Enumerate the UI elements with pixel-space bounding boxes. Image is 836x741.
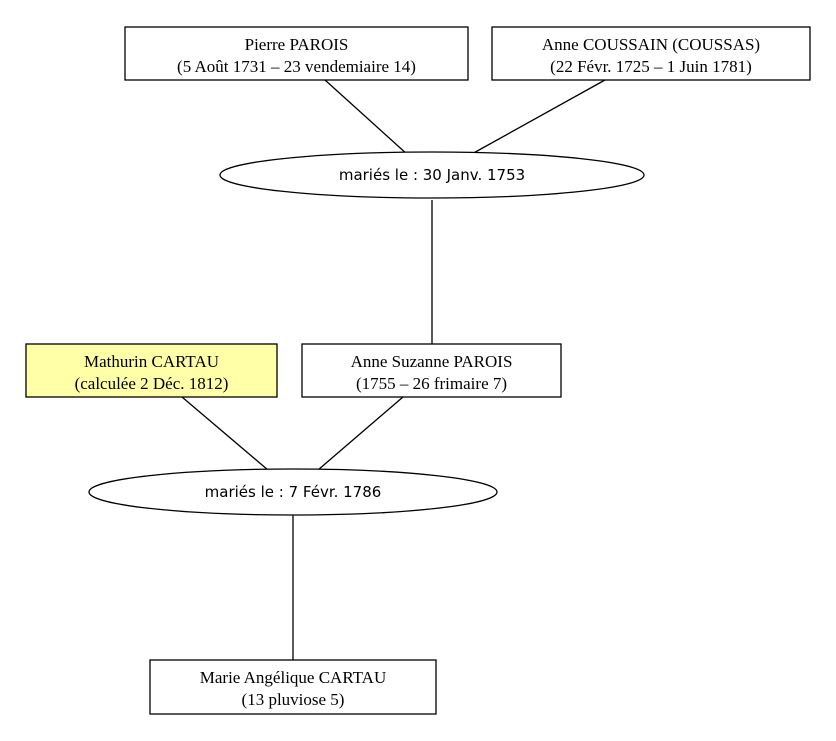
person-dates: (13 pluviose 5)	[242, 690, 345, 709]
person-name: Anne Suzanne PAROIS	[351, 352, 513, 371]
person-dates: (calculée 2 Déc. 1812)	[75, 374, 229, 393]
union-label: mariés le : 7 Févr. 1786	[205, 483, 382, 501]
union-label: mariés le : 30 Janv. 1753	[339, 166, 525, 184]
person-dates: (22 Févr. 1725 – 1 Juin 1781)	[550, 57, 752, 76]
person-box-anne-suzanne-parois: Anne Suzanne PAROIS (1755 – 26 frimaire …	[301, 343, 562, 398]
union-node-1786: mariés le : 7 Févr. 1786	[88, 468, 498, 516]
edge-anne-coussain-to-union1	[469, 79, 606, 156]
person-name: Anne COUSSAIN (COUSSAS)	[542, 35, 760, 54]
person-box-mathurin-cartau: Mathurin CARTAU (calculée 2 Déc. 1812)	[25, 343, 278, 398]
person-box-pierre-parois: Pierre PAROIS (5 Août 1731 – 23 vendemia…	[124, 26, 469, 81]
edge-pierre-to-union1	[324, 79, 409, 156]
person-dates: (5 Août 1731 – 23 vendemiaire 14)	[177, 57, 416, 76]
person-name: Pierre PAROIS	[245, 35, 349, 54]
person-box-anne-coussain: Anne COUSSAIN (COUSSAS) (22 Févr. 1725 –…	[491, 26, 811, 81]
person-dates: (1755 – 26 frimaire 7)	[356, 374, 507, 393]
union-node-1753: mariés le : 30 Janv. 1753	[219, 151, 645, 199]
edge-anne-suzanne-to-union2	[317, 396, 404, 471]
person-name: Mathurin CARTAU	[84, 352, 219, 371]
edge-mathurin-to-union2	[181, 396, 269, 471]
person-name: Marie Angélique CARTAU	[200, 668, 386, 687]
person-box-marie-angelique-cartau: Marie Angélique CARTAU (13 pluviose 5)	[149, 659, 437, 715]
